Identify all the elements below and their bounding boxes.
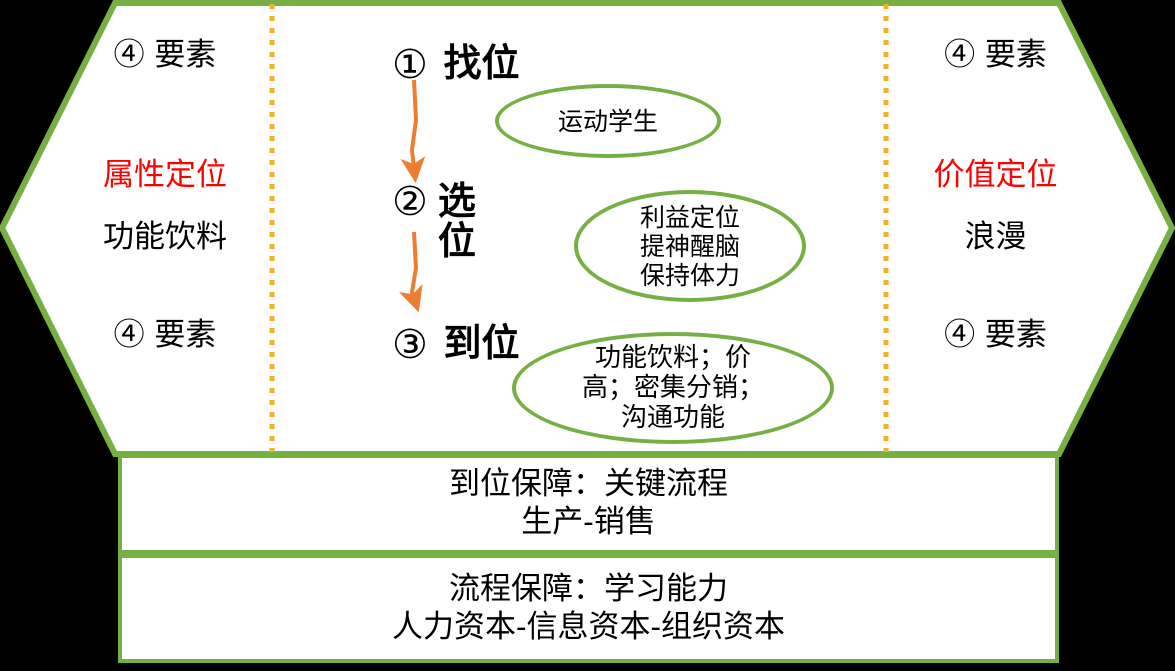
arrow-step2-to-step3 — [398, 231, 423, 313]
step-2-number: ② — [392, 179, 428, 225]
step-2-label-line2: 位 — [437, 218, 476, 263]
step-2-label-line1: 选 — [437, 179, 476, 223]
bubble-2-line-2: 提神醒脑 — [639, 231, 740, 261]
bottom-box-1-line-2: 生产-销售 — [521, 504, 656, 540]
step-flow-arrows — [398, 79, 426, 313]
right-element-bottom: ④ 要素 — [944, 317, 1047, 353]
step-3: ③ 到位 — [392, 312, 519, 368]
right-element-top: ④ 要素 — [944, 37, 1047, 73]
left-subtitle: 功能饮料 — [103, 219, 227, 255]
bubble-3-text: 功能饮料；价 高；密集分销； 沟通功能 — [568, 343, 778, 433]
step-2: ② 选 位 — [392, 179, 476, 263]
bubble-marketing-mix: 功能饮料；价 高；密集分销； 沟通功能 — [512, 332, 834, 444]
bubble-1-line-1: 运动学生 — [557, 106, 658, 136]
step-1-label: 找位 — [443, 41, 520, 85]
step-3-label: 到位 — [443, 321, 520, 365]
arrow-step1-to-step2 — [400, 79, 426, 184]
bottom-box-learning-assurance: 流程保障：学习能力 人力资本-信息资本-组织资本 — [118, 554, 1059, 663]
bubble-2-text: 利益定位 提神醒脑 保持体力 — [626, 203, 754, 290]
left-heading: 属性定位 — [103, 157, 227, 193]
left-element-top: ④ 要素 — [113, 37, 217, 73]
bottom-box-1-line-1: 到位保障：关键流程 — [449, 466, 728, 503]
bubble-1-text: 运动学生 — [544, 107, 672, 136]
bubble-3-line-1: 功能饮料；价 — [594, 342, 751, 373]
step-1: ① 找位 — [392, 32, 519, 88]
right-subtitle: 浪漫 — [964, 219, 1027, 255]
bubble-3-line-3: 沟通功能 — [620, 403, 725, 434]
step-2-label: 选 位 — [437, 179, 476, 263]
bubble-3-line-2: 高；密集分销； — [581, 372, 764, 403]
bottom-box-2-line-1: 流程保障：学习能力 — [449, 570, 728, 607]
left-element-bottom: ④ 要素 — [113, 317, 217, 353]
step-3-number: ③ — [392, 322, 428, 368]
bottom-box-process-assurance: 到位保障：关键流程 生产-销售 — [118, 454, 1059, 554]
bubble-2-line-1: 利益定位 — [639, 202, 740, 232]
bubble-2-line-3: 保持体力 — [639, 260, 740, 290]
right-heading: 价值定位 — [933, 157, 1058, 193]
bottom-box-2-line-2: 人力资本-信息资本-组织资本 — [392, 608, 785, 645]
bubble-target-audience: 运动学生 — [495, 84, 721, 158]
step-1-number: ① — [392, 42, 428, 88]
bubble-benefit-positioning: 利益定位 提神醒脑 保持体力 — [574, 190, 806, 302]
